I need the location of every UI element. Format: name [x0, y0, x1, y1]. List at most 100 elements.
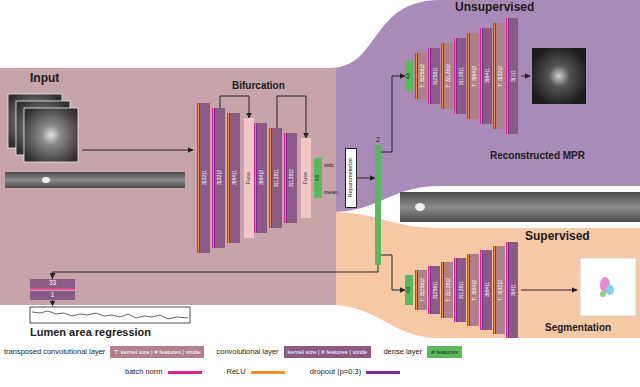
layer-stripe — [285, 133, 286, 223]
layer-label: 3|64|2 — [259, 170, 265, 185]
layer-stripe — [467, 33, 468, 119]
transposed-conv-layer: T: 3|128|2 — [444, 43, 453, 109]
regression-layer: 33 — [30, 279, 75, 288]
layer-stripe — [270, 128, 271, 228]
legend-swatch: T: kernel size | # features | stride — [110, 346, 204, 358]
transposed-conv-layer: T: 3|64|2 — [470, 33, 479, 119]
section-title: Input — [30, 72, 59, 85]
mpr-strip — [5, 172, 185, 188]
mpr-strip — [400, 192, 640, 222]
transposed-conv-layer: T: 3|256|2 — [418, 270, 427, 310]
layer-label: 1 — [51, 292, 55, 299]
layer-stripe — [480, 28, 481, 124]
layer-stripe — [428, 48, 429, 104]
connector-arrow — [381, 76, 405, 152]
conv-layer: 3|32|2 — [215, 108, 225, 248]
legend-text: convolutional layer — [216, 348, 278, 356]
layer-label: 3|128|1 — [274, 169, 280, 187]
conv-layer: 3|256|1 — [431, 266, 440, 314]
regression-layer: 1 — [30, 291, 75, 300]
layer-label: T: 3|32|2 — [498, 66, 504, 87]
conv-layer: 3|64|1 — [483, 250, 492, 330]
transposed-conv-layer: T: 3|32|2 — [496, 246, 505, 334]
conv-layer: 3|128|1 — [272, 128, 282, 228]
output-label: Reconstructed MPR — [490, 150, 585, 161]
layer-label: T: 3|32|2 — [498, 280, 504, 301]
layer-label: 3|1|1 — [511, 70, 517, 82]
layer-stripe — [254, 123, 255, 233]
layer-label: 48 — [315, 175, 321, 181]
layer-stripe — [454, 38, 455, 114]
dense-layer: 48 — [314, 158, 322, 198]
layer-stripe — [493, 246, 494, 334]
layer-label: 48 — [406, 287, 412, 293]
layer-label: 3|64|1 — [485, 282, 491, 297]
dense-layer: 48 — [405, 275, 413, 305]
dense-layer: 48 — [405, 61, 413, 91]
layer-stripe — [493, 23, 494, 129]
legend-item: batch norm — [125, 368, 202, 376]
layer-stripe — [507, 18, 508, 134]
layer-stripe — [255, 123, 256, 233]
flow-arrow — [521, 76, 530, 77]
reconstructed-image — [532, 48, 586, 104]
layer-stripe — [454, 258, 455, 322]
input-image — [24, 108, 78, 162]
latent-vector: 2 — [375, 145, 381, 265]
layer-stripe — [468, 33, 469, 119]
fuse-block: Fuse — [301, 138, 311, 218]
conv-layer: 3|128|1 — [457, 258, 466, 322]
layer-stripe — [428, 266, 429, 314]
conv-layer: 3|128|1 — [457, 38, 466, 114]
conv-layer: 3|64|1 — [230, 113, 240, 243]
layer-label: T: 3|256|2 — [420, 278, 426, 302]
output-label: Lumen area regression — [30, 326, 151, 338]
legend-swatch: kernel size | # features | stride — [284, 346, 372, 358]
layer-stripe — [415, 270, 416, 310]
layer-stripe — [467, 254, 468, 326]
layer-stripe — [228, 113, 229, 243]
layer-label: 3|32|1 — [202, 170, 208, 185]
layer-label: T: 3|128|2 — [446, 64, 452, 88]
layer-stripe — [481, 28, 482, 124]
legend-text: dense layer — [383, 348, 422, 356]
transposed-conv-layer: T: 3|256|2 — [418, 53, 427, 99]
transposed-conv-layer: T: 3|128|2 — [444, 262, 453, 318]
layer-label: 3|64|1 — [232, 170, 238, 185]
layer-stripe — [284, 133, 285, 223]
fuse-block: Fuse — [244, 118, 254, 238]
layer-stripe — [494, 246, 495, 334]
layer-stripe — [455, 38, 456, 114]
layer-label: 3|128|2 — [289, 169, 295, 187]
layer-stripe — [213, 108, 214, 248]
layer-stripe — [269, 128, 270, 228]
layer-stripe — [481, 250, 482, 330]
reparameterize-block: Reparameterize — [345, 148, 357, 208]
conv-layer: 3|32|1 — [200, 103, 210, 253]
legend-sample-text: # features — [431, 349, 458, 355]
layer-label: T: 3|256|2 — [420, 64, 426, 88]
legend-sample-text: T: kernel size | # features | stride — [114, 349, 200, 355]
conv-layer: 3|64|1 — [483, 28, 492, 124]
legend-text: ReLU — [227, 368, 246, 376]
legend-item: dropout (p=0.3) — [310, 368, 401, 376]
connector-arrow — [381, 255, 405, 290]
layer-stripe — [198, 103, 199, 253]
layer-stripe — [442, 43, 443, 109]
legend-text: dropout (p=0.3) — [310, 368, 362, 376]
section-title: Unsupervised — [455, 1, 534, 14]
segmentation-image — [580, 258, 636, 316]
layer-label: Fuse — [246, 172, 252, 184]
layer-label: 3|64|1 — [485, 68, 491, 83]
layer-stripe — [442, 262, 443, 318]
conv-layer: 3|1|1 — [509, 18, 518, 134]
transposed-conv-layer: T: 3|64|2 — [470, 254, 479, 326]
layer-label: 3|128|1 — [459, 67, 465, 85]
layer-stripe — [429, 48, 430, 104]
mpr-strip-spot — [415, 203, 425, 211]
input-band — [0, 68, 336, 305]
conv-layer: 3|128|2 — [287, 133, 297, 223]
batch-norm-line — [30, 288, 75, 289]
legend-text: transposed convolutional layer — [4, 348, 105, 356]
legend-sample-text: kernel size | # features | stride — [288, 349, 368, 355]
